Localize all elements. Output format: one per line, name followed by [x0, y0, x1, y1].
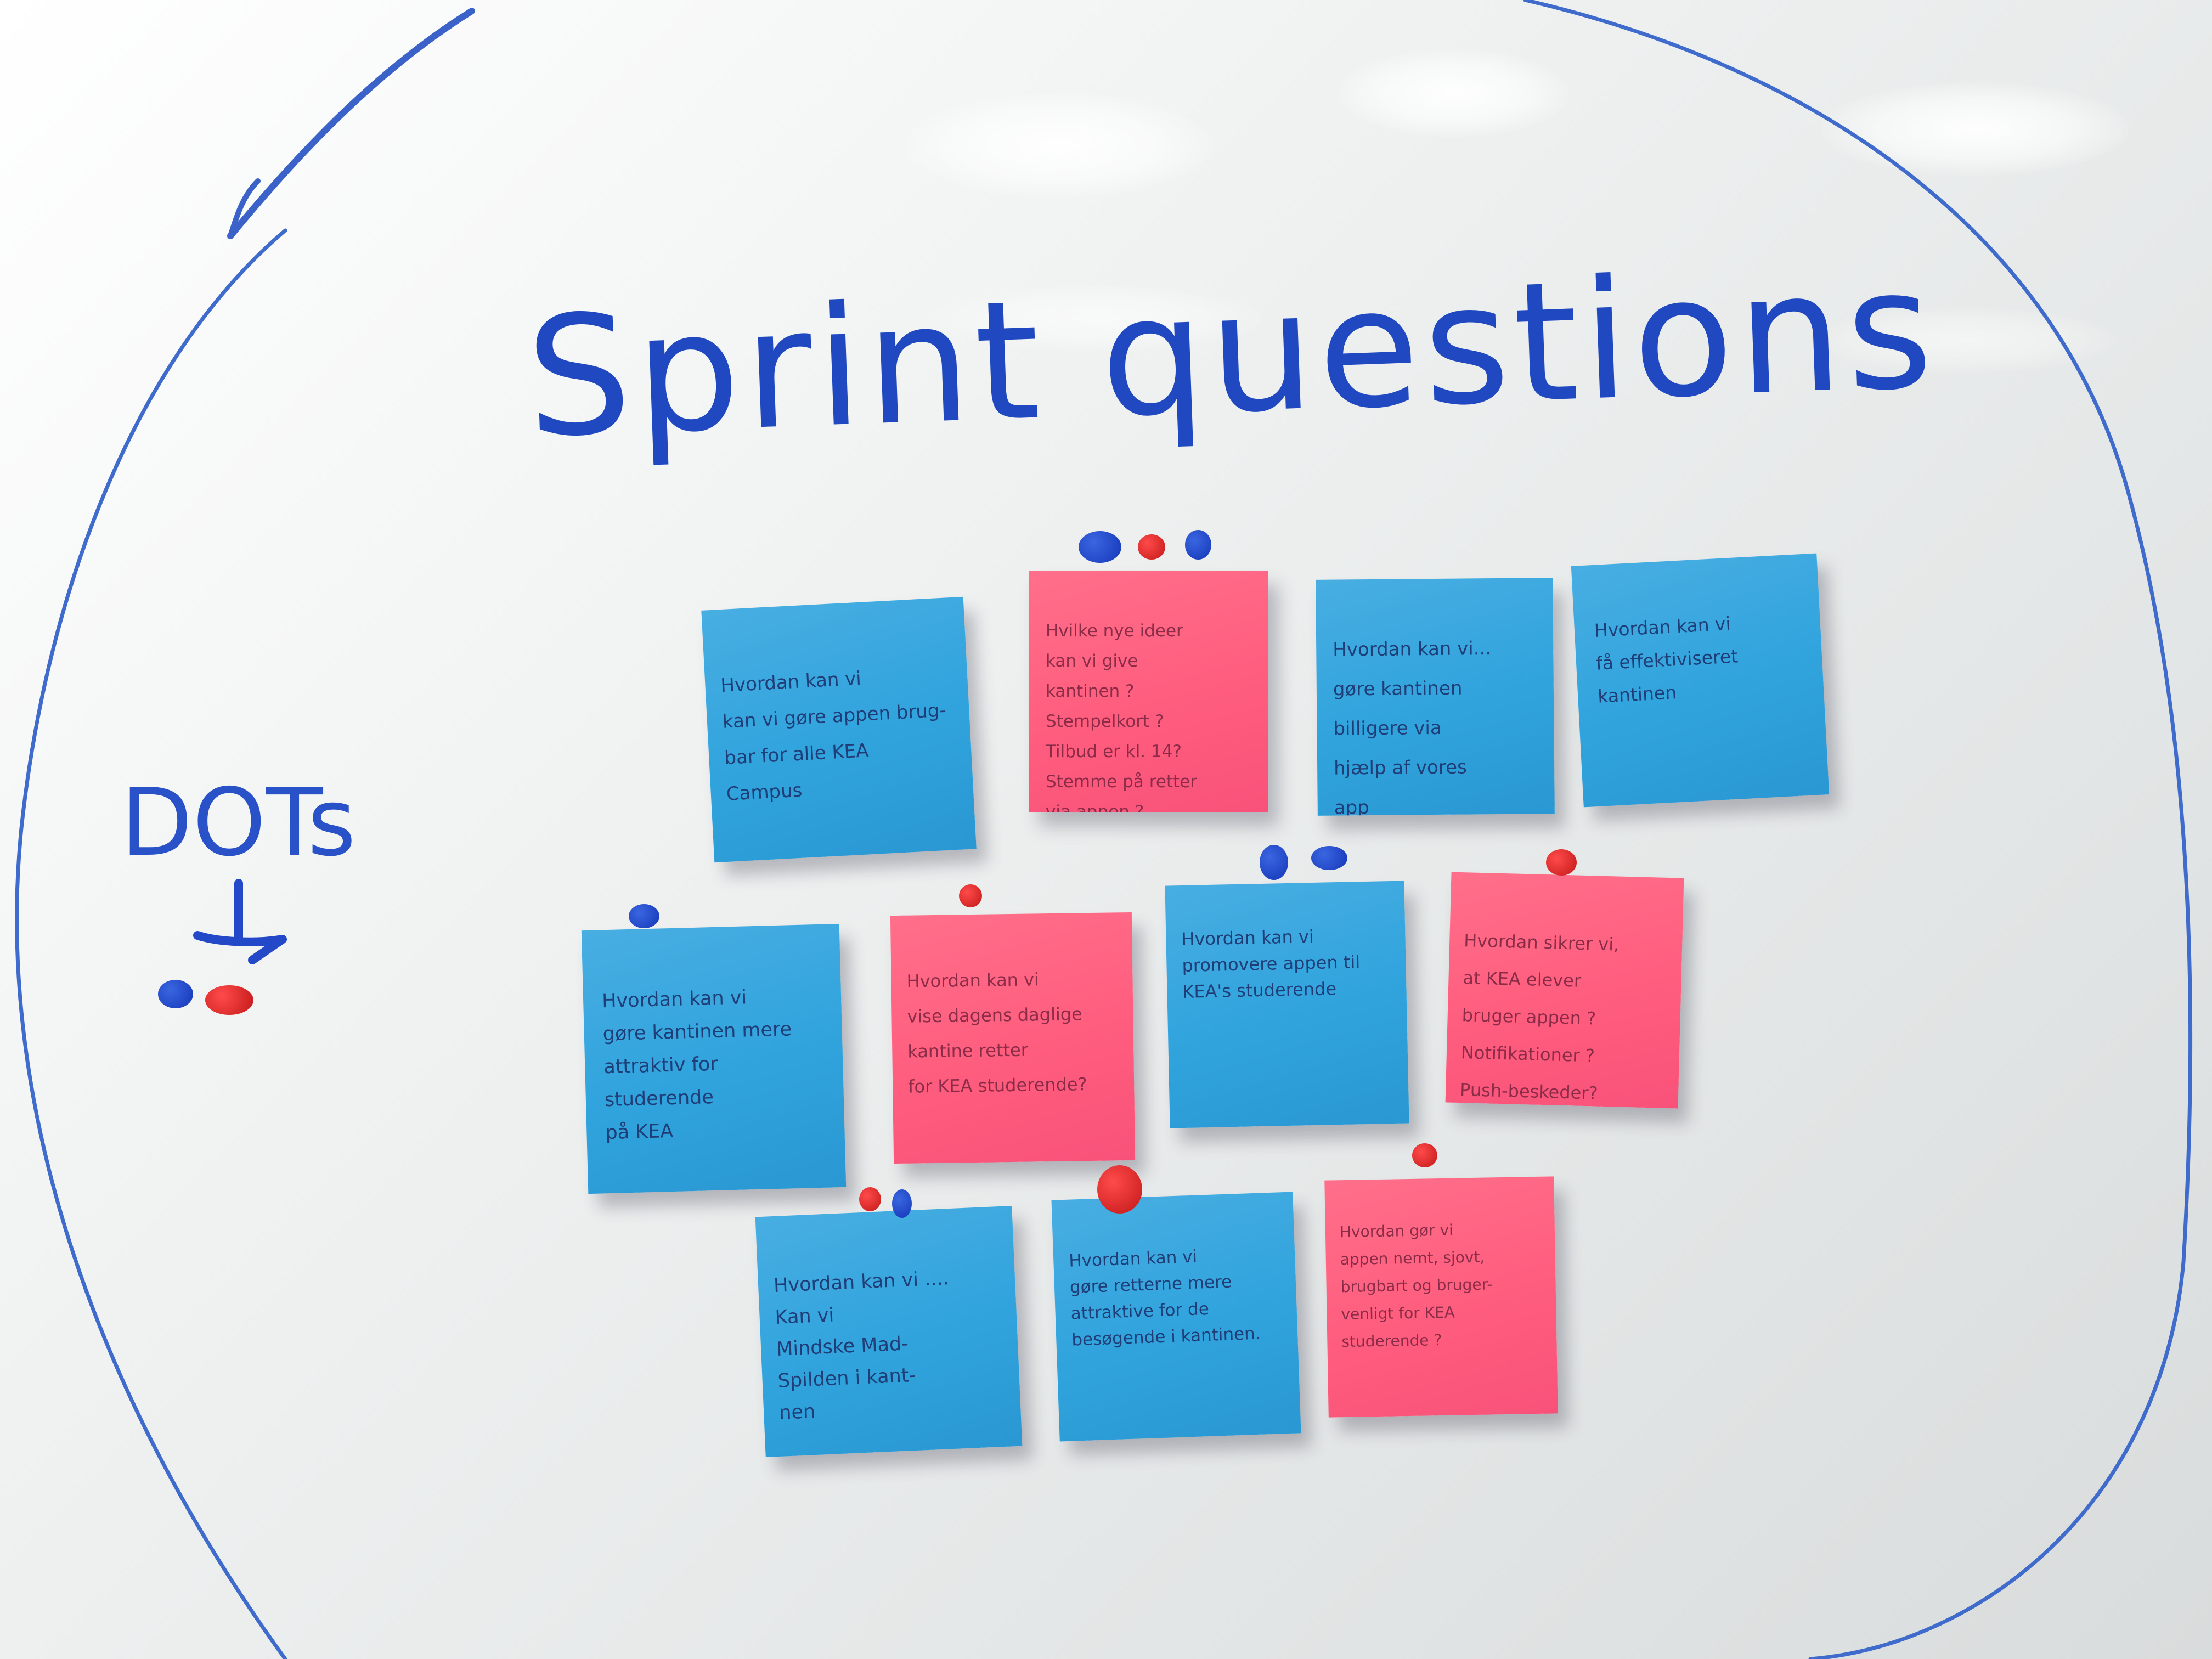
vote-dot-red [1412, 1143, 1437, 1167]
sticky-note-text: Hvordan sikrer vi, at KEA elever bruger … [1459, 930, 1620, 1104]
sticky-note-text: Hvilke nye ideer kan vi give kantinen ? … [1046, 621, 1198, 812]
down-arrow-icon [193, 879, 287, 964]
sticky-note-text: Hvordan kan vi kan vi gøre appen brug- b… [720, 667, 947, 805]
sticky-note: Hvordan sikrer vi, at KEA elever bruger … [1445, 872, 1684, 1109]
sticky-note-text: Hvordan kan vi gøre retterne mere attrak… [1068, 1246, 1261, 1350]
vote-dot-red [1546, 849, 1577, 876]
vote-dot-blue [1311, 846, 1347, 870]
sticky-note: Hvordan gør vi appen nemt, sjovt, brugba… [1324, 1176, 1558, 1418]
light-reflection [905, 93, 1212, 198]
sticky-note: Hvordan kan vi kan vi gøre appen brug- b… [701, 596, 977, 863]
sticky-note: Hvordan kan vi vise dagens daglige kanti… [890, 912, 1136, 1164]
sticky-note: Hvordan kan vi få effektiviseret kantine… [1571, 553, 1830, 808]
sticky-note-text: Hvordan kan vi få effektiviseret kantine… [1593, 612, 1739, 707]
vote-dot-red [1138, 534, 1165, 560]
light-reflection [1821, 82, 2129, 176]
sticky-note-text: Hvordan kan vi vise dagens daglige kanti… [906, 969, 1087, 1097]
vote-dot-blue [629, 904, 659, 928]
sticky-note-text: Hvordan kan vi promovere appen til KEA's… [1181, 926, 1361, 1002]
sticky-note-text: Hvordan kan vi gøre kantinen mere attrak… [601, 986, 792, 1144]
sticky-note: Hvordan kan vi gøre retterne mere attrak… [1051, 1192, 1301, 1442]
sticky-note-text: Hvordan gør vi appen nemt, sjovt, brugba… [1339, 1221, 1493, 1351]
sticky-note: Hvordan kan vi promovere appen til KEA's… [1165, 881, 1409, 1128]
light-reflection [1339, 49, 1569, 137]
sticky-note-text: Hvordan kan vi... gøre kantinen billiger… [1333, 637, 1492, 816]
light-reflection [1810, 307, 2118, 373]
legend-dot-red [205, 985, 253, 1015]
light-reflection [933, 285, 1262, 351]
vote-dot-blue [892, 1189, 912, 1218]
sticky-note: Hvordan kan vi .... Kan vi Mindske Mad- … [755, 1206, 1023, 1457]
vote-dot-red [1097, 1165, 1142, 1214]
vote-dot-blue [1260, 845, 1288, 880]
sticky-note: Hvilke nye ideer kan vi give kantinen ? … [1029, 571, 1268, 812]
vote-dot-red [959, 884, 982, 907]
board-title: Sprint questions [523, 233, 1940, 474]
legend-dot-blue [158, 980, 193, 1008]
sticky-note: Hvordan kan vi gøre kantinen mere attrak… [581, 923, 847, 1194]
sticky-note: Hvordan kan vi... gøre kantinen billiger… [1316, 578, 1555, 816]
sticky-note-text: Hvordan kan vi .... Kan vi Mindske Mad- … [773, 1267, 950, 1424]
vote-dot-blue [1079, 531, 1121, 563]
vote-dot-blue [1185, 530, 1211, 560]
vote-dot-red [859, 1187, 881, 1211]
dots-label: DOTs [121, 769, 356, 877]
